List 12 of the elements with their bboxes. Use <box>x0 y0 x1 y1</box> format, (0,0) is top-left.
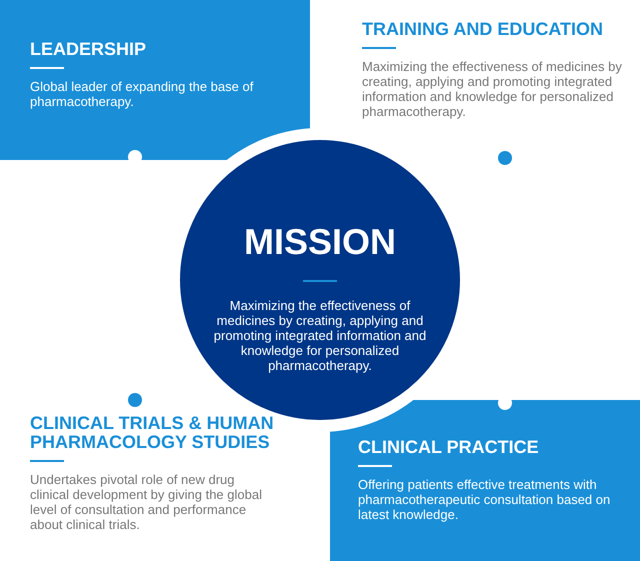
description-text: Maximizing the effectiveness of medicines by creating, applying and promoting integrated information and knowledge for personalized pharmacotherapy. <box>362 59 623 119</box>
description-text: Undertakes pivotal role of new drug clinical development by giving the global level of consultation and performance about clinical trials. <box>30 472 263 532</box>
section-title: TRAINING AND EDUCATION <box>362 20 604 39</box>
info-panel <box>0 0 310 160</box>
description-text: Maximizing the effectiveness of medicines by creating, applying and promoting integrated information and knowledge for personalized pharmacotherapy. <box>212 298 428 373</box>
section-title: LEADERSHIP <box>30 40 148 59</box>
description-text: Offering patients effective treatments with pharmacotherapeutic consultation based on latest knowledge. <box>358 477 612 522</box>
description-text: Global leader of expanding the base of pharmacotherapy. <box>30 79 254 109</box>
section-title: CLINICAL PRACTICE <box>358 438 540 457</box>
section-title: MISSION <box>242 222 397 262</box>
info-panel <box>330 400 640 561</box>
section-title: CLINICAL TRIALS & HUMAN PHARMACOLOGY STUDIES <box>30 414 275 452</box>
